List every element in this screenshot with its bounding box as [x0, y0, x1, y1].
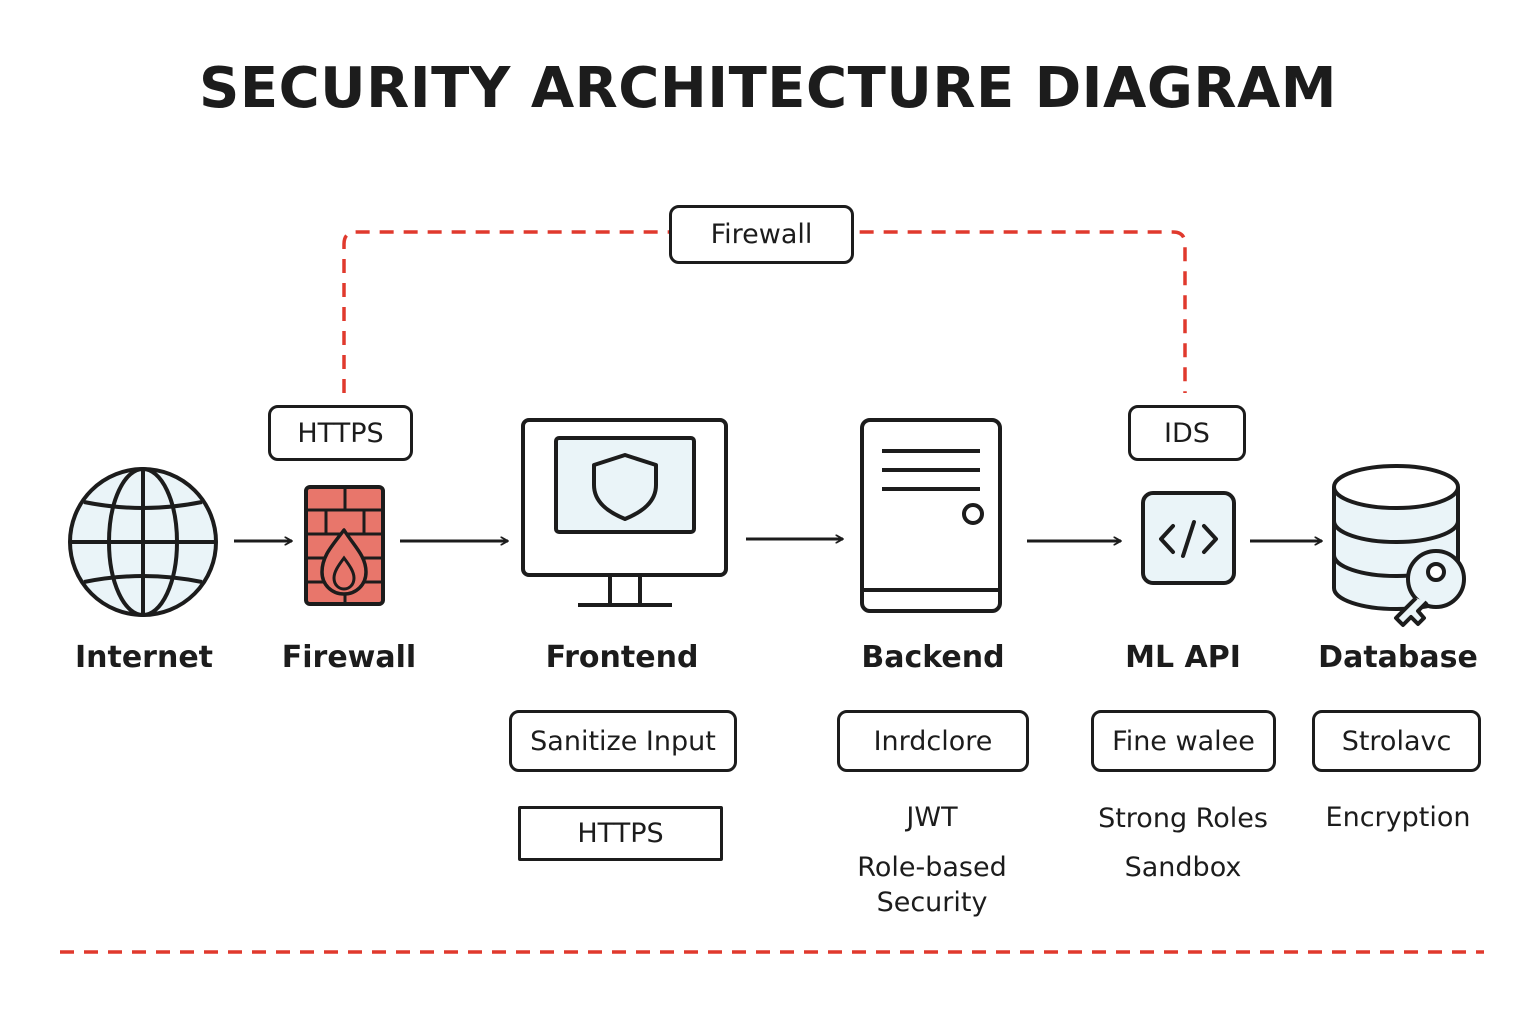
node-label-backend: Backend: [861, 640, 1005, 675]
node-label-firewall: Firewall: [281, 640, 417, 675]
role-based-note: Role-based: [857, 852, 1007, 883]
globe-icon: [68, 467, 218, 617]
server-icon: [860, 418, 1002, 613]
ml-api-control-tag: Fine walee: [1091, 710, 1276, 772]
monitor-shield-icon: [521, 418, 728, 607]
node-label-internet: Internet: [74, 640, 214, 675]
firewall-brick-icon: [304, 485, 385, 606]
https-tag: HTTPS: [268, 405, 413, 461]
database-control-tag: Strolavc: [1312, 710, 1481, 772]
strong-roles-note: Strong Roles: [1098, 803, 1268, 834]
sanitize-input-tag: Sanitize Input: [509, 710, 737, 772]
code-brackets-icon: [1141, 491, 1236, 585]
backend-control-tag: Inrdclore: [837, 710, 1029, 772]
encryption-note: Encryption: [1325, 802, 1471, 833]
database-key-icon: [1332, 464, 1466, 627]
security-note: Security: [876, 887, 988, 918]
diagram-title: SECURITY ARCHITECTURE DIAGRAM: [198, 56, 1338, 121]
sandbox-note: Sandbox: [1124, 852, 1242, 883]
node-label-ml-api: ML API: [1125, 640, 1241, 675]
node-label-database: Database: [1318, 640, 1478, 675]
ids-tag: IDS: [1128, 405, 1246, 461]
perimeter-firewall-tag: Firewall: [669, 205, 854, 264]
frontend-https-tag: HTTPS: [518, 806, 723, 861]
jwt-note: JWT: [906, 802, 958, 833]
node-label-frontend: Frontend: [545, 640, 699, 675]
